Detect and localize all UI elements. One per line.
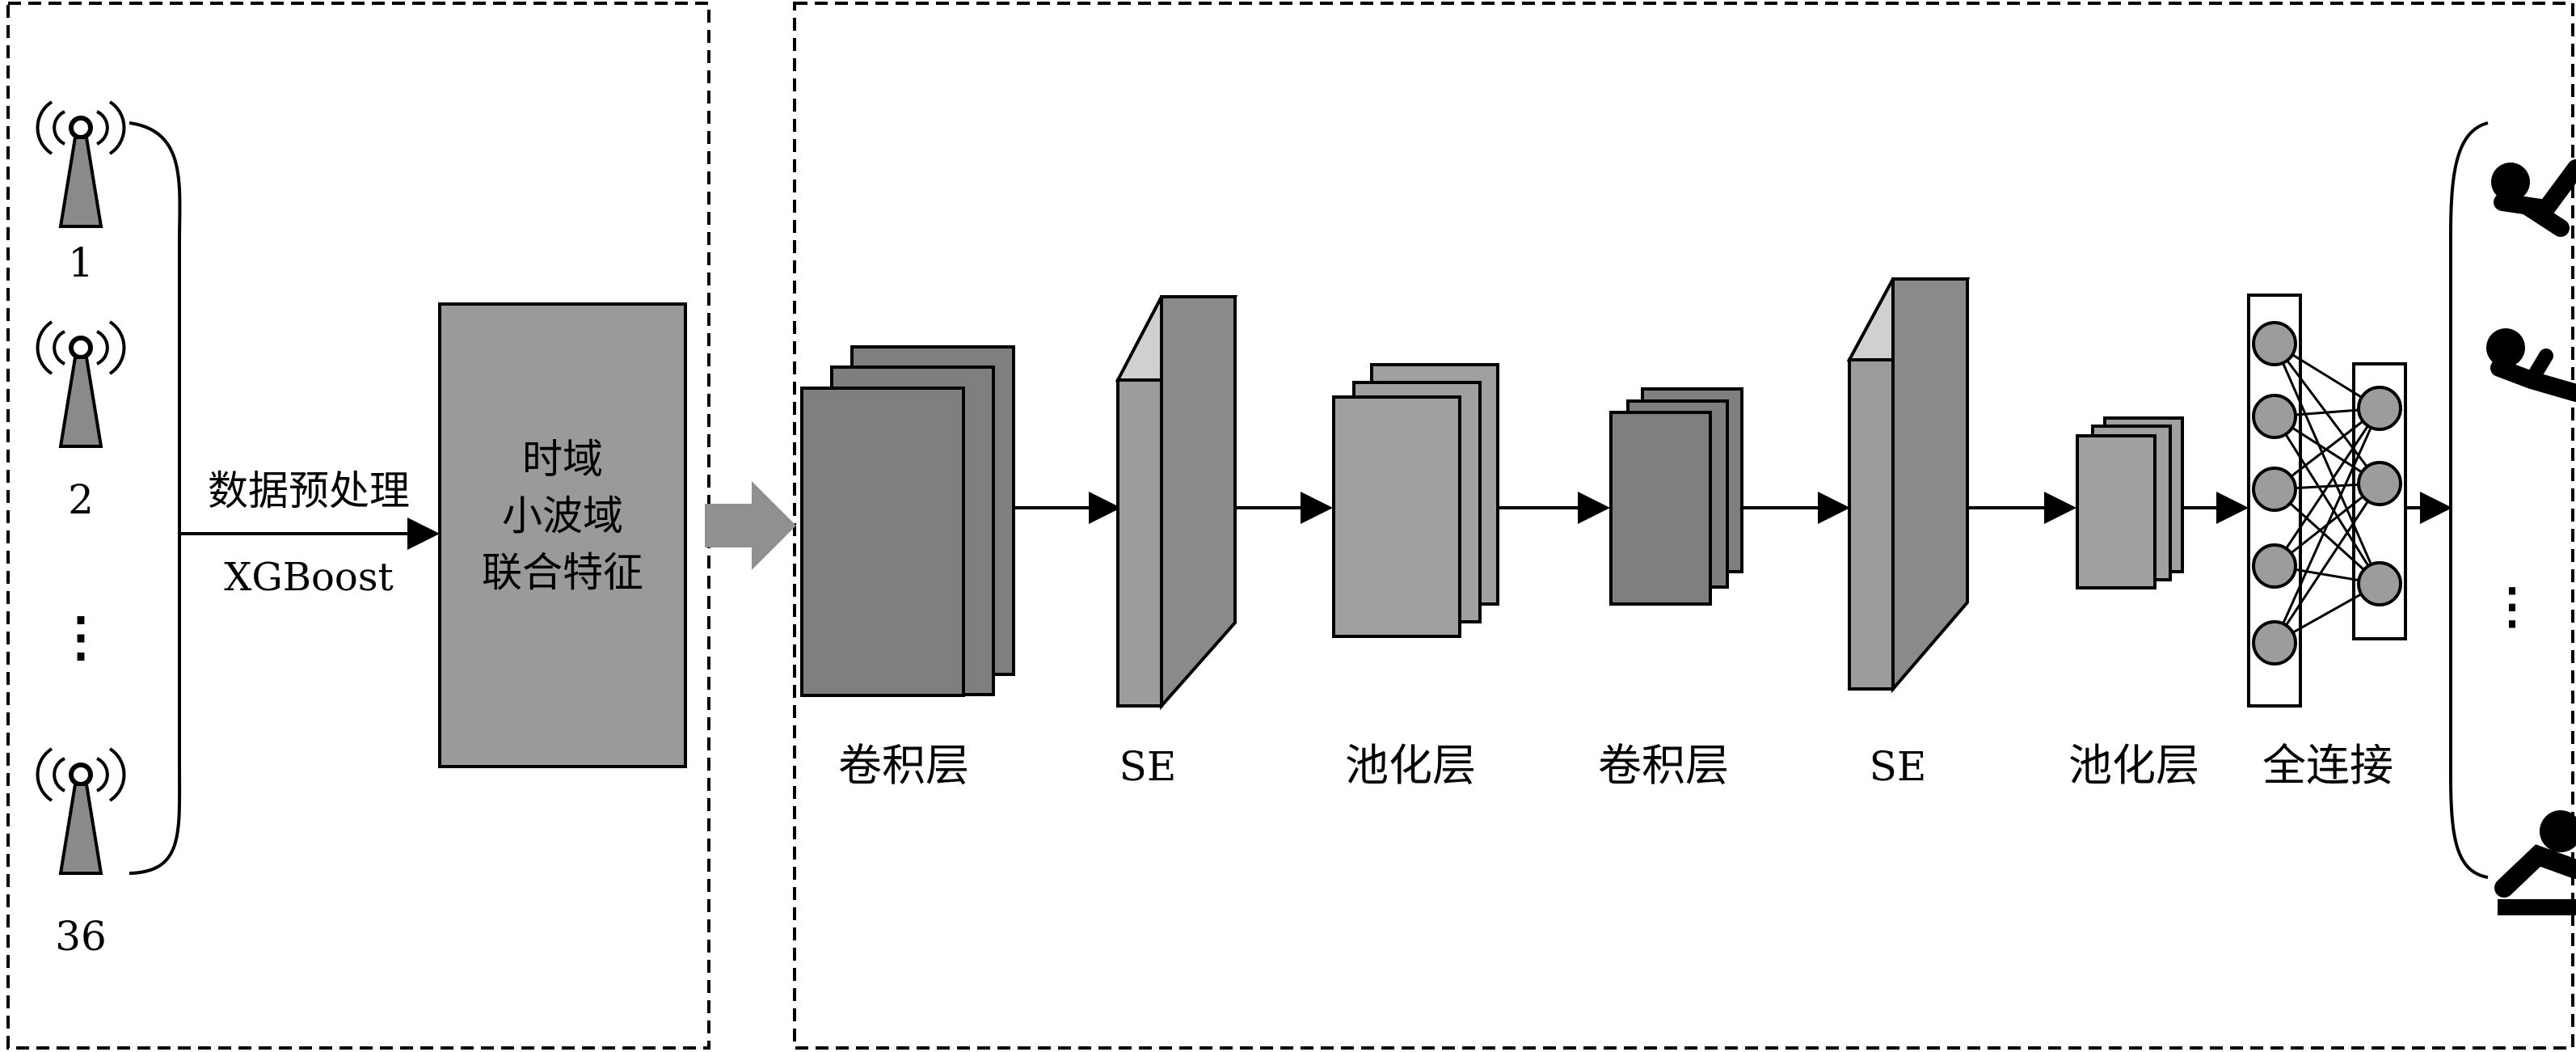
label-pool-layer-1: 池化层 [1345, 740, 1476, 791]
conv-layer-2 [1609, 387, 1743, 606]
person-lying-icon [2486, 328, 2576, 402]
person-falling-icon [2491, 159, 2576, 237]
fc-connection [2273, 488, 2381, 585]
fc-neuron [2252, 620, 2297, 665]
feature-line-1: 时域 [522, 436, 603, 483]
label-fully-connected: 全连接 [2262, 740, 2393, 791]
feature-line-3: 联合特征 [482, 549, 643, 596]
pool-layer-1 [1332, 363, 1499, 638]
label-pool-layer-2: 池化层 [2068, 740, 2199, 791]
antenna-label-36: 36 [55, 913, 107, 960]
antenna-group-brace [129, 121, 182, 875]
xgboost-label: XGBoost [224, 555, 394, 600]
fully-connected-layer [2247, 294, 2407, 708]
fc-neuron [2357, 386, 2402, 431]
antenna-icon-2 [37, 322, 124, 446]
fc-neuron [2252, 321, 2297, 366]
fc-connection [2273, 408, 2381, 644]
label-se-2: SE [1870, 743, 1927, 790]
conv-layer-1 [800, 345, 1015, 697]
feature-line-2: 小波域 [502, 492, 623, 539]
antenna-ellipsis: ⋮ [54, 605, 108, 668]
fc-connection [2273, 343, 2381, 585]
label-se-1: SE [1119, 743, 1177, 790]
fc-connection [2273, 483, 2381, 644]
fc-connection [2273, 416, 2381, 585]
label-conv-layer-2: 卷积层 [1598, 740, 1729, 791]
preprocess-label: 数据预处理 [208, 467, 410, 514]
output-group-brace [2449, 121, 2489, 879]
fc-neuron [2357, 461, 2402, 506]
antenna-icon-36 [37, 749, 124, 873]
joint-feature-box [438, 302, 687, 768]
antenna-label-1: 1 [68, 239, 94, 286]
fc-neuron [2252, 394, 2297, 439]
pool-layer-2 [2076, 416, 2184, 589]
fc-neuron [2357, 561, 2402, 606]
antenna-label-2: 2 [68, 476, 94, 523]
output-ellipsis: ⋮ [2488, 578, 2536, 635]
fc-neuron [2252, 467, 2297, 512]
transfer-arrow-icon [705, 481, 796, 570]
se-block-2 [1846, 277, 1971, 694]
se-block-1 [1115, 295, 1238, 711]
label-conv-layer-1: 卷积层 [838, 740, 969, 791]
fc-connection [2273, 408, 2381, 567]
person-sitting-icon [2494, 810, 2576, 915]
fc-neuron [2252, 543, 2297, 589]
antenna-icon-1 [37, 102, 124, 226]
